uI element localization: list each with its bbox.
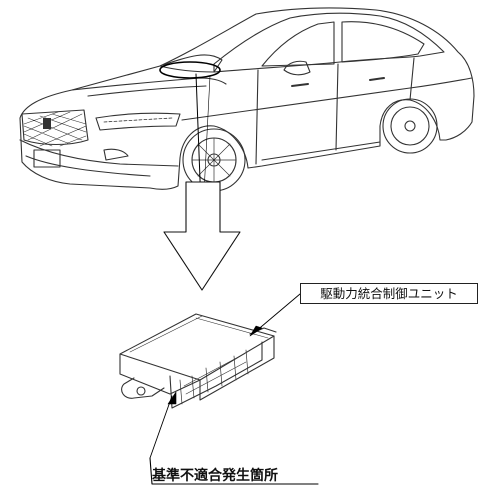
defect-location-label: 基準不適合発生箇所 — [152, 468, 278, 484]
car-illustration — [19, 7, 475, 192]
control-unit-illustration — [119, 313, 277, 409]
indicator-arrow — [163, 73, 241, 291]
leader-lines — [149, 293, 319, 485]
unit-name-label: 駆動力統合制御ユニット — [300, 283, 478, 304]
